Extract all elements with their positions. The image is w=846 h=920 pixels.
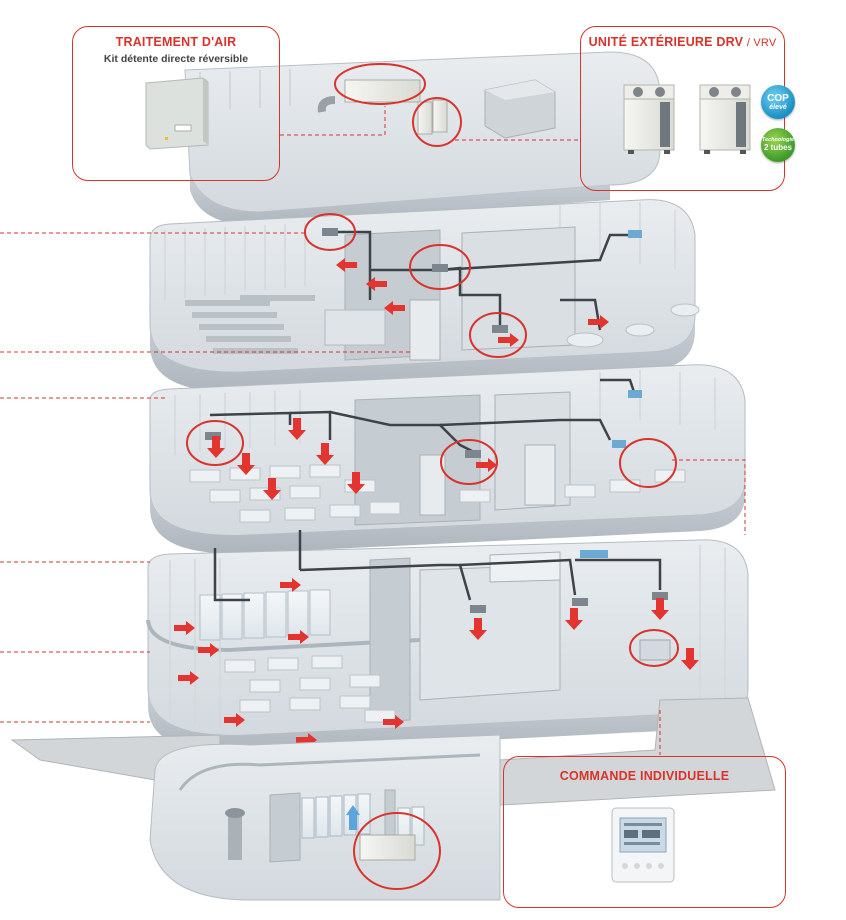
stage [324,309,386,346]
badge-tech-line2: 2 tubes [763,142,792,152]
basement-level [10,697,776,901]
ventilation-duct [225,808,245,860]
outdoor-unit-1 [623,84,675,154]
highlight-circle [353,812,441,890]
interior-walls [369,551,561,723]
leader-lines [0,106,746,755]
indoor-units [470,550,671,661]
callout-outdoor-unit: UNITÉ EXTÉRIEURE DRV / VRV [580,26,785,191]
floor-1 [146,530,749,753]
remote-controller [611,807,675,883]
two-pipe-badge: Technologie 2 tubes [761,128,795,162]
badge-cop-line1: COP [767,92,789,104]
archive-shelves [199,589,331,641]
refrigerant-pipes [213,530,662,602]
roof-level [184,51,661,226]
facade-posts [169,545,726,728]
floor-2 [149,364,746,554]
roof-machine-room [484,79,556,139]
highlight-circle [186,420,244,466]
basement-unit [346,805,416,861]
facade-posts [164,202,676,300]
callout-title: TRAITEMENT D'AIR [115,35,237,49]
callout-title-suffix: / VRV [746,37,777,49]
cop-badge: COP élevé [761,85,795,119]
highlight-circle [440,439,498,485]
outdoor-unit-2 [699,84,751,154]
callout-title: COMMANDE INDIVIDUELLE [559,769,730,783]
callout-title-main: UNITÉ EXTÉRIEURE DRV [588,35,744,49]
highlight-circle [619,438,677,488]
roof-outdoor-units [417,99,448,135]
badge-tech-line1: Technologie [761,137,795,144]
callout-subtitle: Kit détente directe réversible [103,53,249,65]
dx-kit-box [145,77,209,150]
floor-3 [149,199,700,393]
meeting-tables [566,303,700,348]
callout-title: UNITÉ EXTÉRIEURE DRV / VRV [581,35,784,49]
highlight-circle [334,63,426,105]
air-handling-unit [317,79,421,113]
highlight-circle [412,97,462,147]
highlight-circle [469,312,527,358]
badge-cop-line2: élevé [769,103,787,111]
highlight-circle [629,629,679,667]
highlight-circle [409,244,471,290]
office-desks [224,655,396,723]
seating-rows [185,295,315,354]
refrigerant-pipes [330,230,630,331]
callout-individual-control: COMMANDE INDIVIDUELLE [503,756,786,908]
highlight-circle [304,213,356,251]
indoor-units [322,228,642,333]
callout-air-treatment: TRAITEMENT D'AIR Kit détente directe rév… [72,26,280,181]
